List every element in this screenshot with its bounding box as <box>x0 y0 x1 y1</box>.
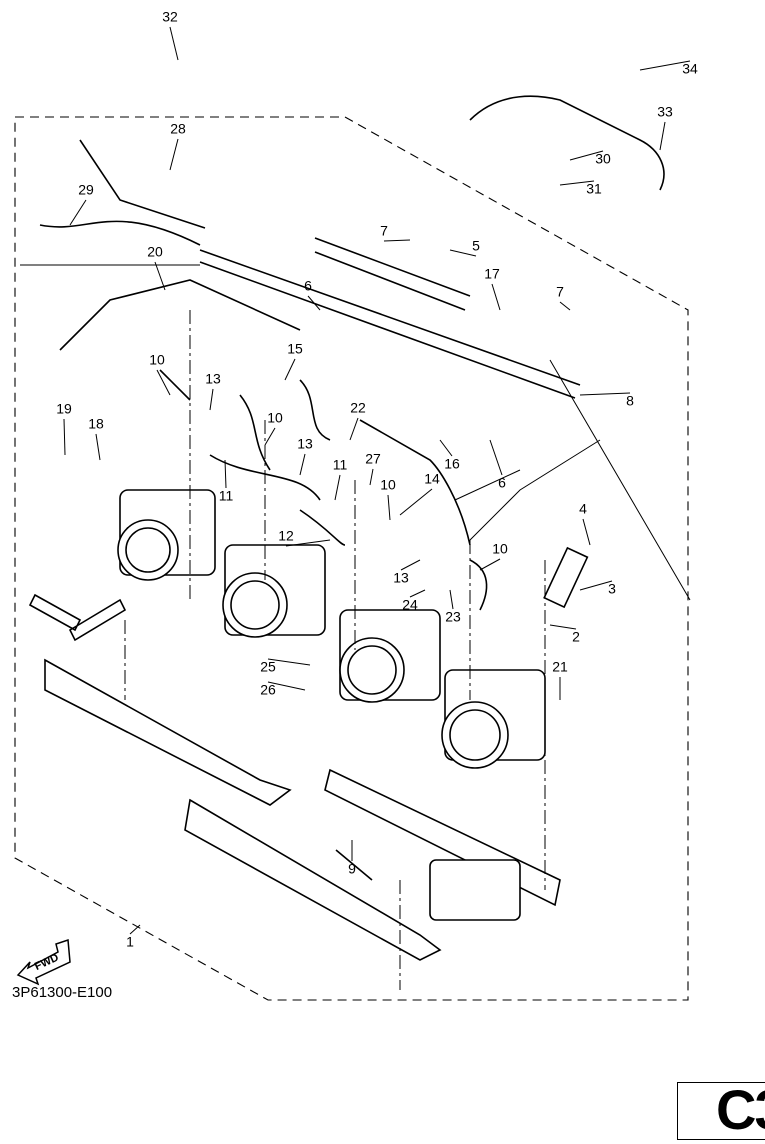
parts-drawing <box>20 95 691 990</box>
leader-line <box>383 239 411 242</box>
callout-number: 10 <box>492 541 508 557</box>
callout-number: 16 <box>444 456 460 472</box>
callout-number: 12 <box>278 528 294 544</box>
callout-number: 13 <box>205 371 221 387</box>
leader-line <box>95 433 101 461</box>
callout-number: 6 <box>498 475 506 491</box>
leader-line <box>449 249 477 257</box>
leader-line <box>639 60 691 71</box>
leader-line <box>559 180 595 186</box>
callout-number: 7 <box>556 284 564 300</box>
callout-number: 13 <box>297 436 313 452</box>
leader-line <box>267 658 311 666</box>
throttle-body-3 <box>339 609 441 703</box>
leader-line <box>559 301 571 311</box>
leader-line <box>267 681 306 691</box>
leader-line <box>169 26 179 61</box>
callout-number: 30 <box>595 151 611 167</box>
leader-line <box>439 439 453 457</box>
leader-line <box>129 924 141 935</box>
leader-line <box>569 150 604 161</box>
page-label-box: C3 <box>677 1082 765 1140</box>
callout-number: 3 <box>608 581 616 597</box>
leader-line <box>409 589 426 598</box>
callout-number: 32 <box>162 9 178 25</box>
leader-line <box>369 468 374 486</box>
leader-line <box>400 559 421 571</box>
leader-line <box>579 580 613 591</box>
callout-number: 5 <box>472 238 480 254</box>
leader-line <box>489 439 503 476</box>
leader-line <box>154 261 166 291</box>
leader-line <box>307 295 321 311</box>
callout-number: 7 <box>380 223 388 239</box>
callout-number: 11 <box>333 457 348 473</box>
callout-number: 17 <box>484 266 500 282</box>
callout-number: 24 <box>402 597 418 613</box>
leader-line <box>479 558 501 571</box>
throttle-body-1 <box>117 489 216 581</box>
leader-line <box>349 417 359 441</box>
leader-line <box>69 199 87 226</box>
leader-line <box>387 494 391 521</box>
callout-number: 8 <box>626 393 634 409</box>
leader-line <box>299 453 306 476</box>
callout-number: 21 <box>552 659 568 675</box>
callout-number: 25 <box>260 659 276 675</box>
leader-line <box>63 418 66 456</box>
page-label: C3 <box>716 1082 765 1140</box>
callout-number: 18 <box>88 416 104 432</box>
callout-number: 23 <box>445 609 461 625</box>
callout-number: 13 <box>393 570 409 586</box>
leader-line <box>582 518 591 546</box>
reference-code: 3P61300-E100 <box>12 984 113 1001</box>
callout-number: 26 <box>260 682 276 698</box>
callout-number: 31 <box>586 181 602 197</box>
leader-line <box>156 369 171 396</box>
callout-number: 10 <box>149 352 165 368</box>
leader-line <box>549 624 577 630</box>
callout-number: 34 <box>682 61 698 77</box>
callout-number: 6 <box>304 278 312 294</box>
assembly-boundary <box>14 116 689 1001</box>
leader-line <box>284 358 296 381</box>
callout-number: 28 <box>170 121 186 137</box>
leader-line <box>399 488 433 516</box>
leader-line <box>659 121 666 151</box>
callout-number: 29 <box>78 182 94 198</box>
callout-number: 11 <box>219 488 234 504</box>
leader-line <box>264 427 276 446</box>
callout-number: 22 <box>350 400 366 416</box>
leader-line <box>579 392 631 396</box>
leader-line <box>209 388 214 411</box>
callout-number: 20 <box>147 244 163 260</box>
leader-line <box>449 589 454 610</box>
leader-line <box>169 138 179 171</box>
callout-number: 27 <box>365 451 381 467</box>
callout-number: 33 <box>657 104 673 120</box>
callout-number: 10 <box>380 477 396 493</box>
callout-number: 2 <box>572 629 580 645</box>
leader-line <box>285 539 331 547</box>
throttle-body-4 <box>441 669 546 769</box>
leader-line <box>491 283 501 311</box>
callout-number: 14 <box>424 471 440 487</box>
leader-line <box>224 459 227 489</box>
callout-number: 4 <box>579 501 587 517</box>
callout-number: 1 <box>126 934 134 950</box>
callout-number: 19 <box>56 401 72 417</box>
throttle-body-2 <box>222 544 326 638</box>
callout-number: 15 <box>287 341 303 357</box>
callout-number: 10 <box>267 410 283 426</box>
callout-number: 9 <box>348 861 356 877</box>
fwd-arrow-icon: FWD <box>16 938 71 986</box>
leader-line <box>334 474 341 501</box>
